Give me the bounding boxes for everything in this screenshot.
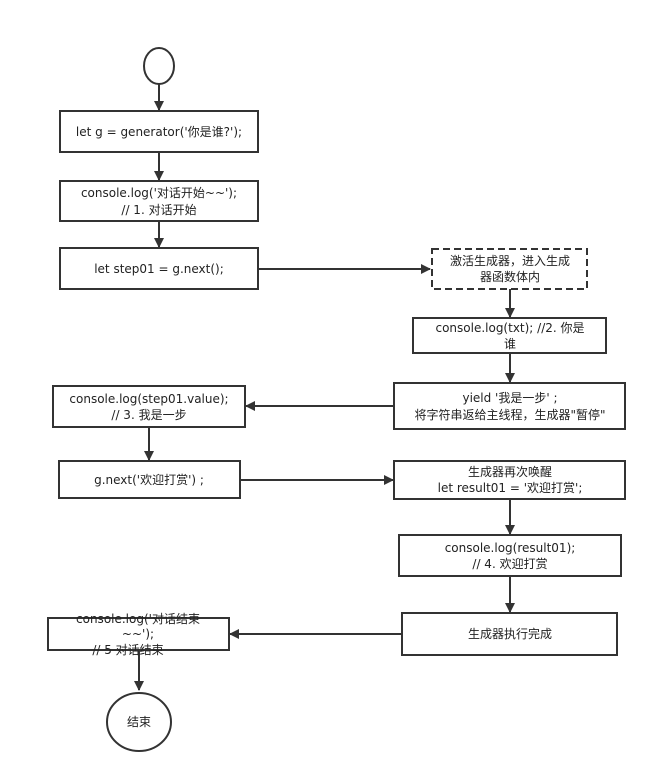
node-create-generator (59, 110, 259, 153)
node-console-end-line2: ~~'); (122, 627, 154, 641)
node-console-txt-line1: console.log(txt); //2. 你是 (435, 321, 584, 335)
node-console-end-line1: console.log('对话结束 (76, 612, 200, 626)
node-console-result01-line1: console.log(result01); (445, 541, 576, 555)
start-node (143, 47, 175, 85)
edges (134, 84, 515, 691)
node-console-start (59, 180, 259, 222)
node-create-generator-label: let g = generator('你是谁?'); (76, 125, 242, 139)
node-console-step01-line2: // 3. 我是一步 (111, 408, 186, 422)
node-activate-generator-line2: 器函数体内 (480, 269, 540, 284)
node-step01-next (59, 247, 259, 290)
node-step01-next-label: let step01 = g.next(); (94, 262, 224, 276)
node-console-txt (412, 317, 607, 354)
node-console-start-line1: console.log('对话开始~~'); (81, 186, 237, 200)
node-console-step01-line1: console.log(step01.value); (69, 392, 228, 406)
node-console-txt-line2: 谁 (504, 337, 516, 351)
node-generator-rewake (393, 460, 626, 500)
node-generator-rewake-line2: let result01 = '欢迎打赏'; (438, 480, 583, 495)
node-console-result01 (398, 534, 622, 577)
node-generator-complete-label: 生成器执行完成 (468, 626, 552, 641)
node-activate-generator (431, 248, 588, 290)
end-node (106, 692, 172, 752)
node-console-result01-line2: // 4. 欢迎打赏 (472, 556, 547, 571)
node-yield (393, 382, 626, 430)
node-yield-line1: yield '我是一步' ; (462, 391, 557, 405)
node-next-reward (58, 460, 241, 499)
node-console-start-line2: // 1. 对话开始 (121, 203, 196, 217)
node-generator-complete (401, 612, 618, 656)
node-console-end-line3: // 5 对话结束 (92, 643, 163, 657)
node-generator-rewake-line1: 生成器再次唤醒 (468, 465, 552, 479)
node-console-step01 (52, 385, 246, 428)
node-console-end (47, 617, 230, 651)
node-next-reward-label: g.next('欢迎打赏') ; (94, 472, 204, 487)
end-node-label: 结束 (127, 715, 151, 729)
node-activate-generator-line1: 激活生成器，进入生成 (450, 254, 570, 268)
node-yield-line2: 将字符串返给主线程，生成器"暂停" (414, 407, 605, 422)
